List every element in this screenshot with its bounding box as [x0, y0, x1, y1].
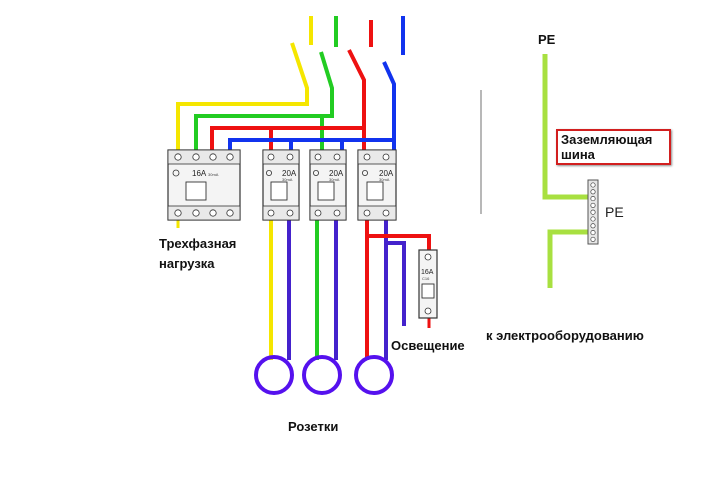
rcd-2-sub: 30mA: [329, 177, 340, 182]
rcd-3-rating: 20A: [379, 169, 394, 178]
outlet-1-ring: [254, 355, 294, 395]
bus-screw: [590, 216, 596, 222]
rcd-2-terminals: [314, 153, 341, 217]
rcd-1-sub: 30mA: [282, 177, 293, 182]
rcd-2: 20A 30mA: [309, 149, 347, 221]
rcd-1-terminals: [267, 153, 294, 217]
to-equipment-label: к электрооборудованию: [486, 328, 644, 343]
breaker-sub: C16: [422, 276, 430, 281]
three-phase-load-label-line1: Трехфазная: [159, 236, 237, 251]
bus-screw: [590, 182, 596, 188]
rcd-3: 20A 30mA: [357, 149, 397, 221]
ground-bus-callout-line2: шина: [561, 147, 595, 162]
bus-screw: [590, 223, 596, 229]
rcd-3-terminals: [363, 153, 390, 217]
rcd-3-sub: 30mA: [379, 177, 390, 182]
rcd-three-phase: 16A 30mA: [167, 149, 241, 221]
wires: [176, 16, 588, 360]
supply-l3-wire: [210, 20, 373, 150]
bus-screw: [590, 209, 596, 215]
ground-bus-bar: [587, 179, 599, 245]
outlets: [254, 355, 394, 395]
outlets-label: Розетки: [288, 419, 339, 434]
rcd-1-rating: 20A: [282, 169, 297, 178]
bus-screw: [590, 189, 596, 195]
rcd-1: 20A 30mA: [262, 149, 300, 221]
pe-incoming-wire: [542, 54, 588, 200]
lighting-label: Освещение: [391, 338, 465, 353]
rcd-three-phase-sub: 30mA: [208, 172, 219, 177]
supply-neutral-wire: [228, 16, 405, 150]
rcd-2-rating: 20A: [329, 169, 344, 178]
outlet-3-ring: [354, 355, 394, 395]
bus-screw: [590, 236, 596, 242]
outlet-2-ring: [302, 355, 342, 395]
rcd-three-phase-rating: 16A: [192, 169, 207, 178]
supply-l2-wire: [194, 16, 338, 150]
lighting-phase-wire: [367, 234, 431, 250]
lighting-breaker: 16A C16: [418, 249, 438, 319]
ground-bus-callout-line1: Заземляющая: [561, 132, 653, 147]
lighting-neutral-wire: [386, 241, 406, 326]
supply-l1-wire: [176, 16, 313, 150]
ground-bus-callout: Заземляющая шина: [556, 129, 671, 165]
pe-top-label: PE: [538, 32, 556, 47]
pe-bus-label: PE: [605, 204, 624, 220]
bus-screw: [590, 196, 596, 202]
rcd-three-phase-terminals: [174, 153, 234, 217]
breaker-rating: 16A: [421, 269, 434, 276]
pe-outgoing-wire: [547, 229, 588, 288]
bus-screw: [590, 202, 596, 208]
three-phase-load-label-line2: нагрузка: [159, 256, 215, 271]
bus-screw: [590, 230, 596, 236]
